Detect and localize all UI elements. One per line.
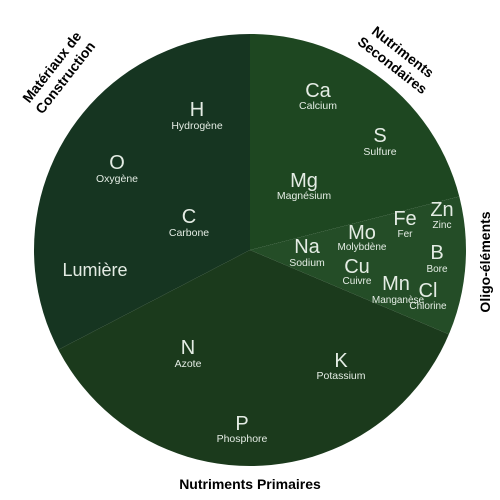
element-name: Hydrogène — [171, 120, 223, 132]
element-symbol: Ca — [305, 80, 331, 102]
element-name: Magnésium — [277, 190, 332, 202]
element-symbol: S — [373, 125, 386, 147]
element-symbol: P — [235, 413, 248, 435]
element-symbol: Cl — [419, 280, 438, 302]
element-symbol: O — [109, 152, 125, 174]
element-name: Molybdène — [338, 242, 387, 253]
element-name: Sodium — [289, 257, 325, 269]
element-symbol: H — [190, 99, 204, 121]
element-symbol: Na — [294, 236, 320, 258]
element-S: S Sulfure — [363, 125, 396, 158]
element-name: Zinc — [433, 220, 452, 231]
element-Cl: Cl Chlorine — [409, 280, 447, 312]
segment-oligo — [250, 186, 466, 356]
element-name: Phosphore — [217, 433, 268, 445]
element-symbol: Mg — [290, 170, 318, 192]
element-name: Chlorine — [409, 301, 447, 312]
element-symbol: Mo — [348, 222, 376, 244]
element-name: Oxygène — [96, 173, 138, 185]
element-name: Calcium — [299, 100, 337, 112]
element-name: Manganèse — [372, 295, 425, 306]
element-N: N Azote — [175, 337, 202, 370]
element-name: Cuivre — [343, 276, 372, 287]
element-C: C Carbone — [169, 206, 209, 239]
element-name: Sulfure — [363, 146, 396, 158]
element-symbol: Mn — [382, 273, 410, 295]
category-primaires: Nutriments Primaires — [179, 476, 321, 492]
element-name: Fer — [398, 229, 414, 240]
element-Mn: Mn Manganèse — [372, 273, 425, 306]
element-Ca: Ca Calcium — [299, 80, 337, 112]
element-name: Potassium — [316, 370, 365, 382]
element-symbol: N — [181, 337, 195, 359]
element-symbol: Zn — [430, 199, 453, 221]
element-K: K Potassium — [316, 350, 365, 382]
element-O: O Oxygène — [96, 152, 138, 185]
element-symbol: B — [430, 242, 443, 264]
element-B: B Bore — [426, 242, 448, 275]
category-oligo: Oligo-éléments — [477, 211, 493, 312]
element-symbol: Fe — [393, 208, 416, 230]
element-H: H Hydrogène — [171, 99, 223, 132]
element-symbol: C — [182, 206, 196, 228]
element-name: Bore — [426, 264, 448, 275]
element-name: Carbone — [169, 227, 209, 239]
element-Fe: Fe Fer — [393, 208, 416, 240]
element-Mg: Mg Magnésium — [277, 170, 332, 202]
element-name: Azote — [175, 358, 202, 370]
element-P: P Phosphore — [217, 413, 268, 445]
element-Na: Na Sodium — [289, 236, 325, 269]
category-construction: Matériaux de Construction — [19, 28, 98, 117]
element-symbol: K — [334, 350, 348, 372]
lumiere-label: Lumière — [62, 260, 127, 280]
element-Cu: Cu Cuivre — [343, 256, 372, 287]
element-Zn: Zn Zinc — [430, 199, 453, 231]
element-Mo: Mo Molybdène — [338, 222, 387, 253]
element-symbol: Cu — [344, 256, 370, 278]
